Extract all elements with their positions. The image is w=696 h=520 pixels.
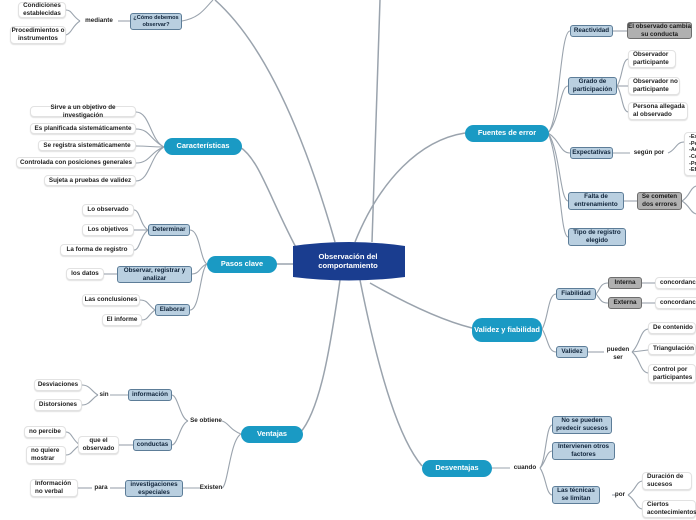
validez-fiabilidad-topic[interactable]: Validez y fiabilidad [472,318,542,342]
sin-item[interactable]: Distorsiones [34,399,82,411]
mediante-connector: mediante [85,17,113,25]
caracteristicas-topic[interactable]: Características [164,138,242,155]
grado-participacion-node[interactable]: Grado de participación [568,77,617,95]
center-node-shape [293,242,405,281]
ventajas-topic[interactable]: Ventajas [241,426,303,443]
cuando-connector: cuando [513,464,537,472]
para-connector: para [94,484,108,492]
validez-node[interactable]: Validez [556,346,588,358]
expectativas-list[interactable]: -Ex -Pe -Ac -Co -Pr -Ef [684,132,696,176]
fiabilidad-node[interactable]: Fiabilidad [556,288,596,300]
observar-item[interactable]: los datos [66,268,104,280]
validez-item[interactable]: Triangulación [648,343,696,355]
por-item[interactable]: Duración de sucesos [642,472,692,490]
concordancia-interna[interactable]: concordanci [655,277,696,289]
pasos-clave-topic[interactable]: Pasos clave [207,256,277,273]
caracteristica-item[interactable]: Es planificada sistemáticamente [30,123,136,134]
determinar-item[interactable]: Lo observado [82,204,134,216]
elaborar-item[interactable]: El informe [102,314,142,326]
caracteristica-item[interactable]: Se registra sistemáticamente [38,140,136,151]
concordancia-externa[interactable]: concordanci [655,297,696,309]
desventajas-topic[interactable]: Desventajas [422,460,492,477]
como-observar-node[interactable]: ¿Cómo debemos observar? [130,13,182,30]
conductas-node[interactable]: conductas [133,439,172,451]
validez-item[interactable]: De contenido [648,322,696,334]
condiciones-node[interactable]: Condiciones establecidas [18,2,66,18]
caracteristica-item[interactable]: Sirve a un objetivo de investigación [30,104,136,119]
segun-por-connector: según por [633,149,665,157]
desventaja-item[interactable]: Intervienen otros factores [552,442,615,460]
sin-connector: sin [99,391,109,399]
sin-item[interactable]: Desviaciones [34,379,82,391]
grado-item[interactable]: Observador participante [628,50,676,68]
tipo-registro-node[interactable]: Tipo de registro elegido [568,228,626,246]
expectativas-node[interactable]: Expectativas [570,147,613,159]
determinar-item[interactable]: Los objetivos [82,224,134,236]
elaborar-node[interactable]: Elaborar [155,304,190,316]
pueden-ser-connector: pueden ser [606,346,630,361]
investigaciones-node[interactable]: investigaciones especiales [125,480,183,497]
desventaja-item[interactable]: Las técnicas se limitan [552,486,600,504]
informacion-node[interactable]: información [128,389,172,401]
validez-item[interactable]: Control por participantes [648,364,696,383]
que-el-observado-node[interactable]: que el observado [78,436,119,454]
fuentes-de-error-topic[interactable]: Fuentes de error [465,125,549,142]
desventaja-item[interactable]: No se pueden predecir sucesos [552,416,612,434]
observado-item[interactable]: no quiere mostrar [26,446,66,464]
elaborar-item[interactable]: Las conclusiones [82,294,140,306]
por-item[interactable]: Ciertos acontecimientos [642,500,696,518]
reactividad-detail[interactable]: El observado cambia su conducta [627,22,692,39]
determinar-node[interactable]: Determinar [148,224,190,236]
interna-node[interactable]: Interna [608,277,642,289]
reactividad-node[interactable]: Reactividad [570,25,613,37]
por-connector: por [614,491,626,499]
informacion-no-verbal-node[interactable]: Información no verbal [30,479,78,497]
grado-item[interactable]: Observador no participante [628,77,680,95]
grado-item[interactable]: Persona allegada al observado [628,102,688,120]
caracteristica-item[interactable]: Sujeta a pruebas de validez [44,175,136,186]
center-topic[interactable]: Observación del comportamiento [318,251,378,270]
caracteristica-item[interactable]: Controlada con posiciones generales [16,157,136,168]
determinar-item[interactable]: La forma de registro [60,244,134,256]
falta-entrenamiento-node[interactable]: Falta de entrenamiento [568,192,624,210]
se-cometen-errores-node[interactable]: Se cometen dos errores [637,192,682,210]
observado-item[interactable]: no percibe [24,426,66,438]
existen-connector: Existen [199,484,223,492]
se-obtiene-connector: Se obtiene [190,417,222,425]
observar-registrar-node[interactable]: Observar, registrar y analizar [117,266,192,283]
procedimientos-node[interactable]: Procedimientos o instrumentos [10,26,66,44]
externa-node[interactable]: Externa [608,297,642,309]
